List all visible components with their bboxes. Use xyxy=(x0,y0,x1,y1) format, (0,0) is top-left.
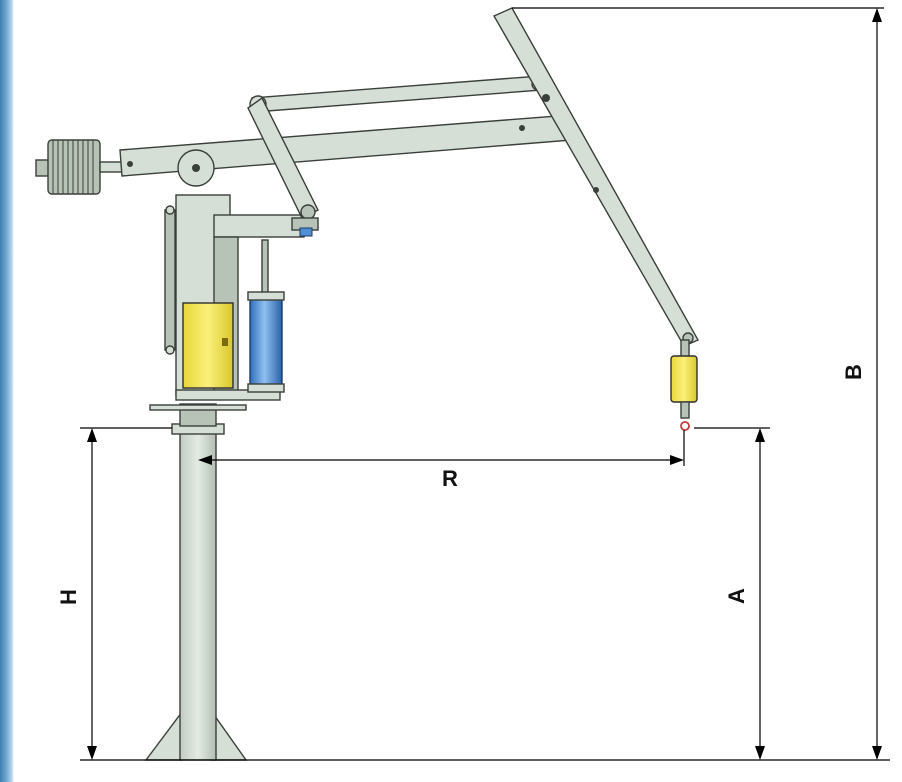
label-b: B xyxy=(841,364,866,380)
control-box xyxy=(182,302,234,389)
label-r: R xyxy=(442,466,458,491)
crane-body xyxy=(164,194,305,401)
dimension-lines xyxy=(80,7,890,761)
main-arm xyxy=(119,114,573,187)
lever-link xyxy=(247,96,319,237)
pneumatic-cylinder xyxy=(247,239,285,393)
crane-base xyxy=(144,403,248,761)
left-accent-strip xyxy=(0,0,14,782)
gripper xyxy=(670,339,698,431)
upper-link-arm xyxy=(249,75,545,113)
label-h: H xyxy=(56,589,81,605)
reach-arm xyxy=(493,7,699,347)
counterweight xyxy=(35,139,123,195)
label-a: A xyxy=(724,588,749,604)
